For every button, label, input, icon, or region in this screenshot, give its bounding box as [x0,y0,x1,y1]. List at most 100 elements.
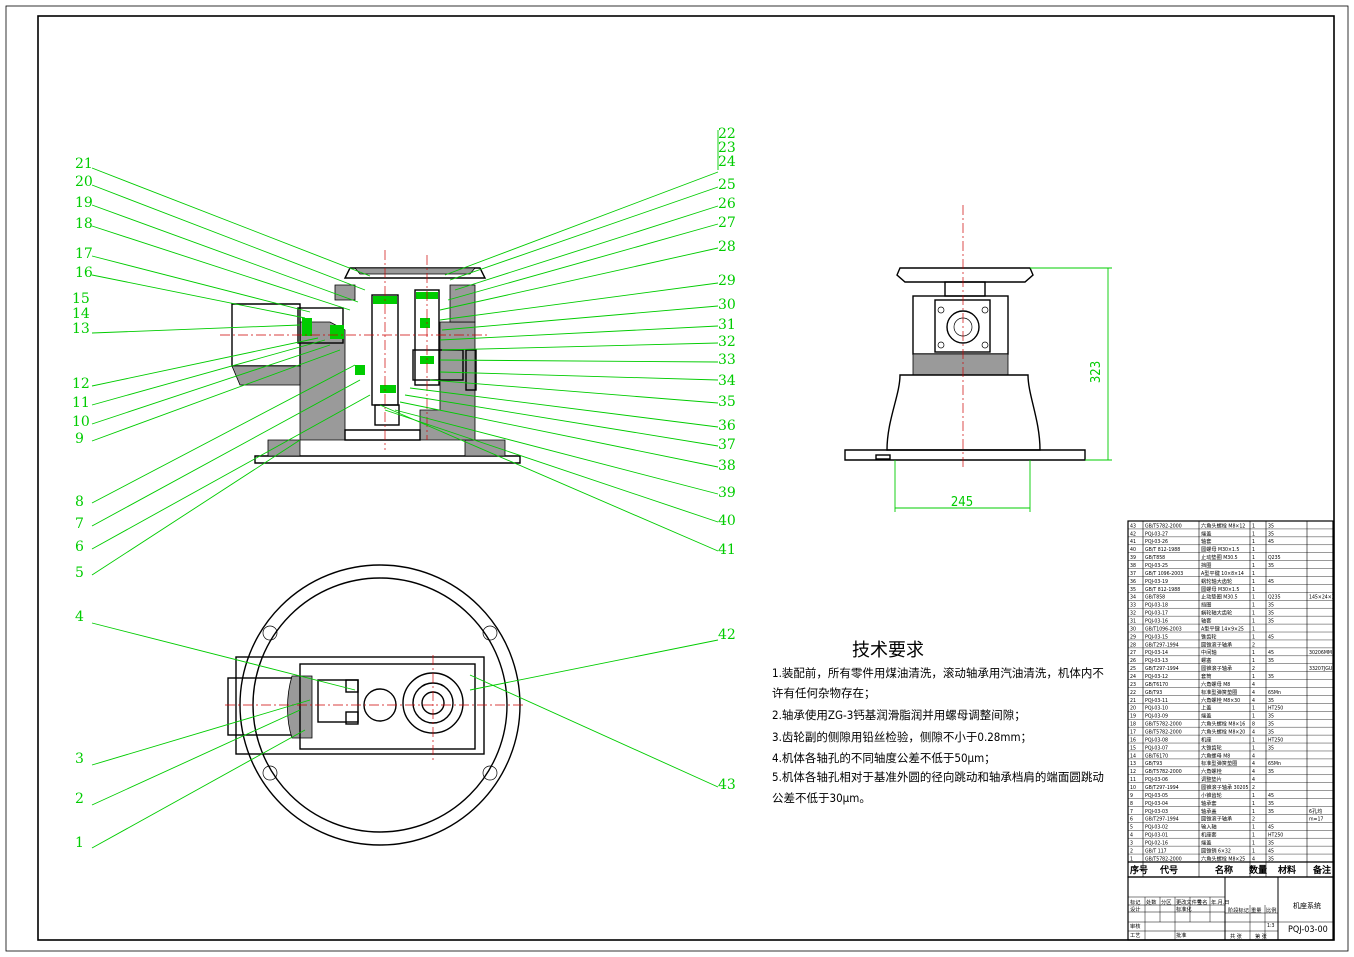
balloon-3: 3 [75,751,84,767]
bom-cell: 1 [1252,793,1255,799]
bom-cell: 圆螺母 M30×1.5 [1201,545,1239,553]
bom-cell: GB/T 812-1988 [1145,587,1180,593]
bom-cell: 31 [1130,618,1136,624]
bom-cell: 1 [1252,571,1255,577]
tb-label-change-doc: 更改文件号 [1176,898,1202,906]
balloon-41: 41 [718,542,736,558]
bom-cell: 32 [1130,611,1136,617]
bom-cell: 35 [1268,603,1274,609]
bom-cell: 轴套 [1201,537,1212,545]
bom-cell: 35 [1268,531,1274,537]
bom-cell: 10 [1130,785,1136,791]
technical-requirements: 技术要求 1.装配前，所有零件用煤油清洗，滚动轴承用汽油清洗，机体内不 许有任何… [772,640,1104,805]
bom-cell: 调整垫片 [1201,775,1222,783]
bom-cell: 45 [1268,650,1274,656]
bom-cell: 26 [1130,658,1136,664]
bom-cell: 1 [1252,587,1255,593]
bom-cell: PQJ-03-03 [1145,809,1168,815]
bom-cell: 圆锥滚子轴承 30205 [1201,783,1248,791]
bom-cell: 8 [1130,801,1133,807]
bom-cell: 止动垫圈 M30.5 [1201,593,1238,601]
top-view-leaders [91,622,719,849]
bom-cell: 机座套 [1201,831,1217,839]
bom-cell: 33207JGU [1309,666,1333,672]
balloon-33: 33 [718,352,736,368]
bom-cell: 45 [1268,579,1274,585]
bom-cell: 端盖 [1201,529,1211,537]
balloon-38: 38 [718,458,736,474]
bom-cell: 2 [1252,817,1255,823]
balloon-7: 7 [75,516,84,532]
bom-cell: PQJ-03-06 [1145,777,1168,783]
balloon-13: 13 [72,321,90,337]
bom-cell: 1 [1252,539,1255,545]
bom-cell: 65Mn [1268,690,1281,696]
tb-drawing-name: 机座系统 [1293,901,1321,910]
bom-cell: PQJ-03-07 [1145,745,1168,751]
bom-cell: GB/T297-1994 [1145,642,1179,648]
bom-cell: 1 [1130,856,1133,862]
bom-cell: 2 [1252,642,1255,648]
bom-cell: 圆锥滚子轴承 [1201,815,1233,823]
tech-line-6: 5.机体各轴孔相对于基准外圆的径向跳动和轴承档肩的端面圆跳动 [772,770,1104,784]
bom-cell: 5 [1130,825,1133,831]
bom-cell: PQJ-03-13 [1145,658,1168,664]
bom-cell: 35 [1268,841,1274,847]
bom-cell: 止动垫圈 M30.5 [1201,553,1238,561]
balloon-25: 25 [718,177,736,193]
bom-cell: 45 [1268,539,1274,545]
bom-cell: PQJ-03-18 [1145,603,1168,609]
bom-cell: PQJ-03-17 [1145,611,1168,617]
section-leaders [91,130,719,576]
bom-cell: 4 [1252,698,1255,704]
balloon-8: 8 [75,494,84,510]
balloon-40: 40 [718,513,736,529]
bom-cell: 圆螺母 M30×1.5 [1201,585,1239,593]
tb-label-zone: 分区 [1161,898,1171,906]
balloon-27: 27 [718,215,736,231]
bom-cell: 34 [1130,595,1136,601]
balloon-24: 24 [718,154,736,170]
bom-cell: 17 [1130,730,1136,736]
balloon-15: 15 [72,291,90,307]
bom-cell: 29 [1130,634,1136,640]
balloon-39: 39 [718,485,736,501]
bom-cell: m=17 [1309,817,1323,823]
bom-cell: 30 [1130,626,1136,632]
balloon-23: 23 [718,140,736,156]
balloon-4: 4 [75,609,84,625]
bom-cell: 24 [1130,674,1136,680]
bom-cell: 35 [1268,809,1274,815]
bom-cell: 65Mn [1268,761,1281,767]
bom-cell: PQJ-03-02 [1145,825,1168,831]
balloon-14: 14 [72,306,90,322]
bom-cell: 小锥齿轮 [1201,791,1222,799]
bom-cell: 20 [1130,706,1136,712]
bom-cell: 蜗轮轴大齿轮 [1201,577,1232,585]
inner-border [37,15,1335,941]
bom-cell: PQJ-03-27 [1145,531,1168,537]
balloon-19: 19 [75,195,93,211]
bom-cell: 1 [1252,737,1255,743]
bom-header-name: 名称 [1215,864,1233,876]
bom-cell: 1 [1252,714,1255,720]
bom-cell: 11 [1130,777,1136,783]
tb-label-design: 设计 [1130,905,1140,913]
bom-cell: 4 [1252,682,1255,688]
bom-cell: 六角头螺栓 M8×12 [1201,521,1245,529]
bom-cell: GB/T5782-2000 [1145,856,1182,862]
side-view: 323 245 [844,205,1112,512]
bom-cell: GB/T297-1994 [1145,666,1179,672]
bom-cell: 1 [1252,618,1255,624]
bom-cell: GB/T5782-2000 [1145,523,1182,529]
bom-cell: 1 [1252,801,1255,807]
outer-border [5,5,1349,952]
dim-height: 323 [1089,361,1104,383]
bom-cell: 机座 [1201,735,1211,743]
bom-cell: 2 [1252,785,1255,791]
balloon-17: 17 [75,246,93,262]
balloon-16: 16 [75,265,93,281]
bom-cell: 螺塞 [1201,656,1211,664]
